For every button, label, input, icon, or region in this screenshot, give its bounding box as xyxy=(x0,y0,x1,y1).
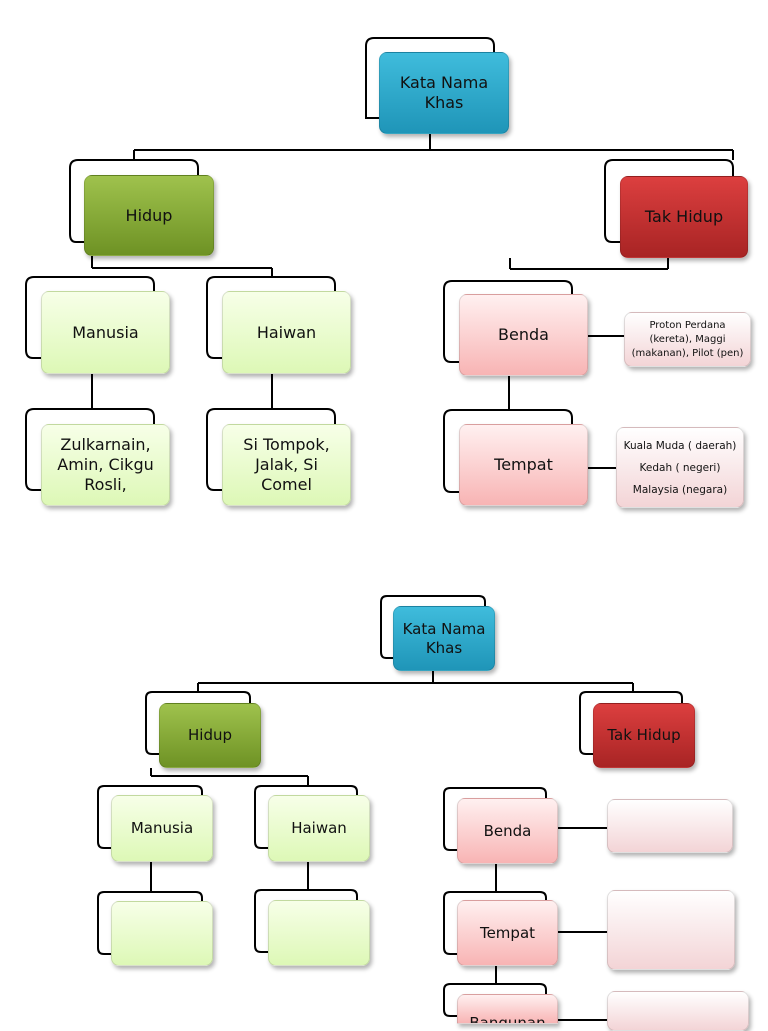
bottom-benda-node: Benda xyxy=(457,798,558,864)
bottom-tempat-node: Tempat xyxy=(457,900,558,966)
bottom-manusia-node: Manusia xyxy=(111,795,213,862)
bottom-manusia-label: Manusia xyxy=(130,819,194,837)
bottom-bangunan-node: Bangunan xyxy=(457,994,558,1024)
bottom-haiwan-node: Haiwan xyxy=(268,795,370,862)
bottom-tak-hidup-label: Tak Hidup xyxy=(607,726,681,744)
top-hidup-node: Hidup xyxy=(84,175,214,256)
top-manusia-node: Manusia xyxy=(41,291,170,374)
top-manusia-examples-text: Zulkarnain, Amin, Cikgu Rosli, xyxy=(57,435,154,494)
top-root-node: Kata Nama Khas xyxy=(379,52,509,134)
top-tempat-label: Tempat xyxy=(494,455,553,474)
top-tak-hidup-label: Tak Hidup xyxy=(644,207,724,226)
top-benda-label: Benda xyxy=(498,325,549,344)
bottom-tempat-label: Tempat xyxy=(479,923,536,942)
top-haiwan-examples-node: Si Tompok, Jalak, Si Comel xyxy=(222,424,351,506)
bottom-bangunan-empty-box xyxy=(607,991,749,1031)
bottom-manusia-empty-box xyxy=(111,901,213,966)
bottom-tempat-empty-box xyxy=(607,890,735,970)
top-root-label: Kata Nama Khas xyxy=(399,73,489,112)
top-haiwan-examples-text: Si Tompok, Jalak, Si Comel xyxy=(243,435,330,494)
bottom-benda-label: Benda xyxy=(483,821,532,840)
bottom-haiwan-label: Haiwan xyxy=(291,819,347,837)
bottom-benda-empty-box xyxy=(607,799,733,853)
top-hidup-label: Hidup xyxy=(125,205,173,225)
top-tempat-examples-box: Kuala Muda ( daerah) Kedah ( negeri) Mal… xyxy=(616,427,744,508)
bottom-root-node: Kata Nama Khas xyxy=(393,606,495,671)
top-haiwan-node: Haiwan xyxy=(222,291,351,374)
bottom-root-label: Kata Nama Khas xyxy=(402,619,486,657)
top-benda-examples-box: Proton Perdana (kereta), Maggi (makanan)… xyxy=(624,312,751,367)
bottom-tak-hidup-node: Tak Hidup xyxy=(593,703,695,768)
bottom-hidup-node: Hidup xyxy=(159,703,261,768)
top-tempat-examples-text: Kuala Muda ( daerah) Kedah ( negeri) Mal… xyxy=(623,439,737,496)
top-manusia-examples-node: Zulkarnain, Amin, Cikgu Rosli, xyxy=(41,424,170,506)
bottom-bangunan-label: Bangunan xyxy=(469,1014,546,1024)
top-benda-examples-text: Proton Perdana (kereta), Maggi (makanan)… xyxy=(631,319,744,359)
top-benda-node: Benda xyxy=(459,294,588,376)
top-haiwan-label: Haiwan xyxy=(256,322,317,342)
top-tempat-node: Tempat xyxy=(459,424,588,506)
top-tak-hidup-node: Tak Hidup xyxy=(620,176,748,258)
bottom-haiwan-empty-box xyxy=(268,900,370,966)
bottom-hidup-label: Hidup xyxy=(188,726,232,744)
top-manusia-label: Manusia xyxy=(72,322,139,342)
